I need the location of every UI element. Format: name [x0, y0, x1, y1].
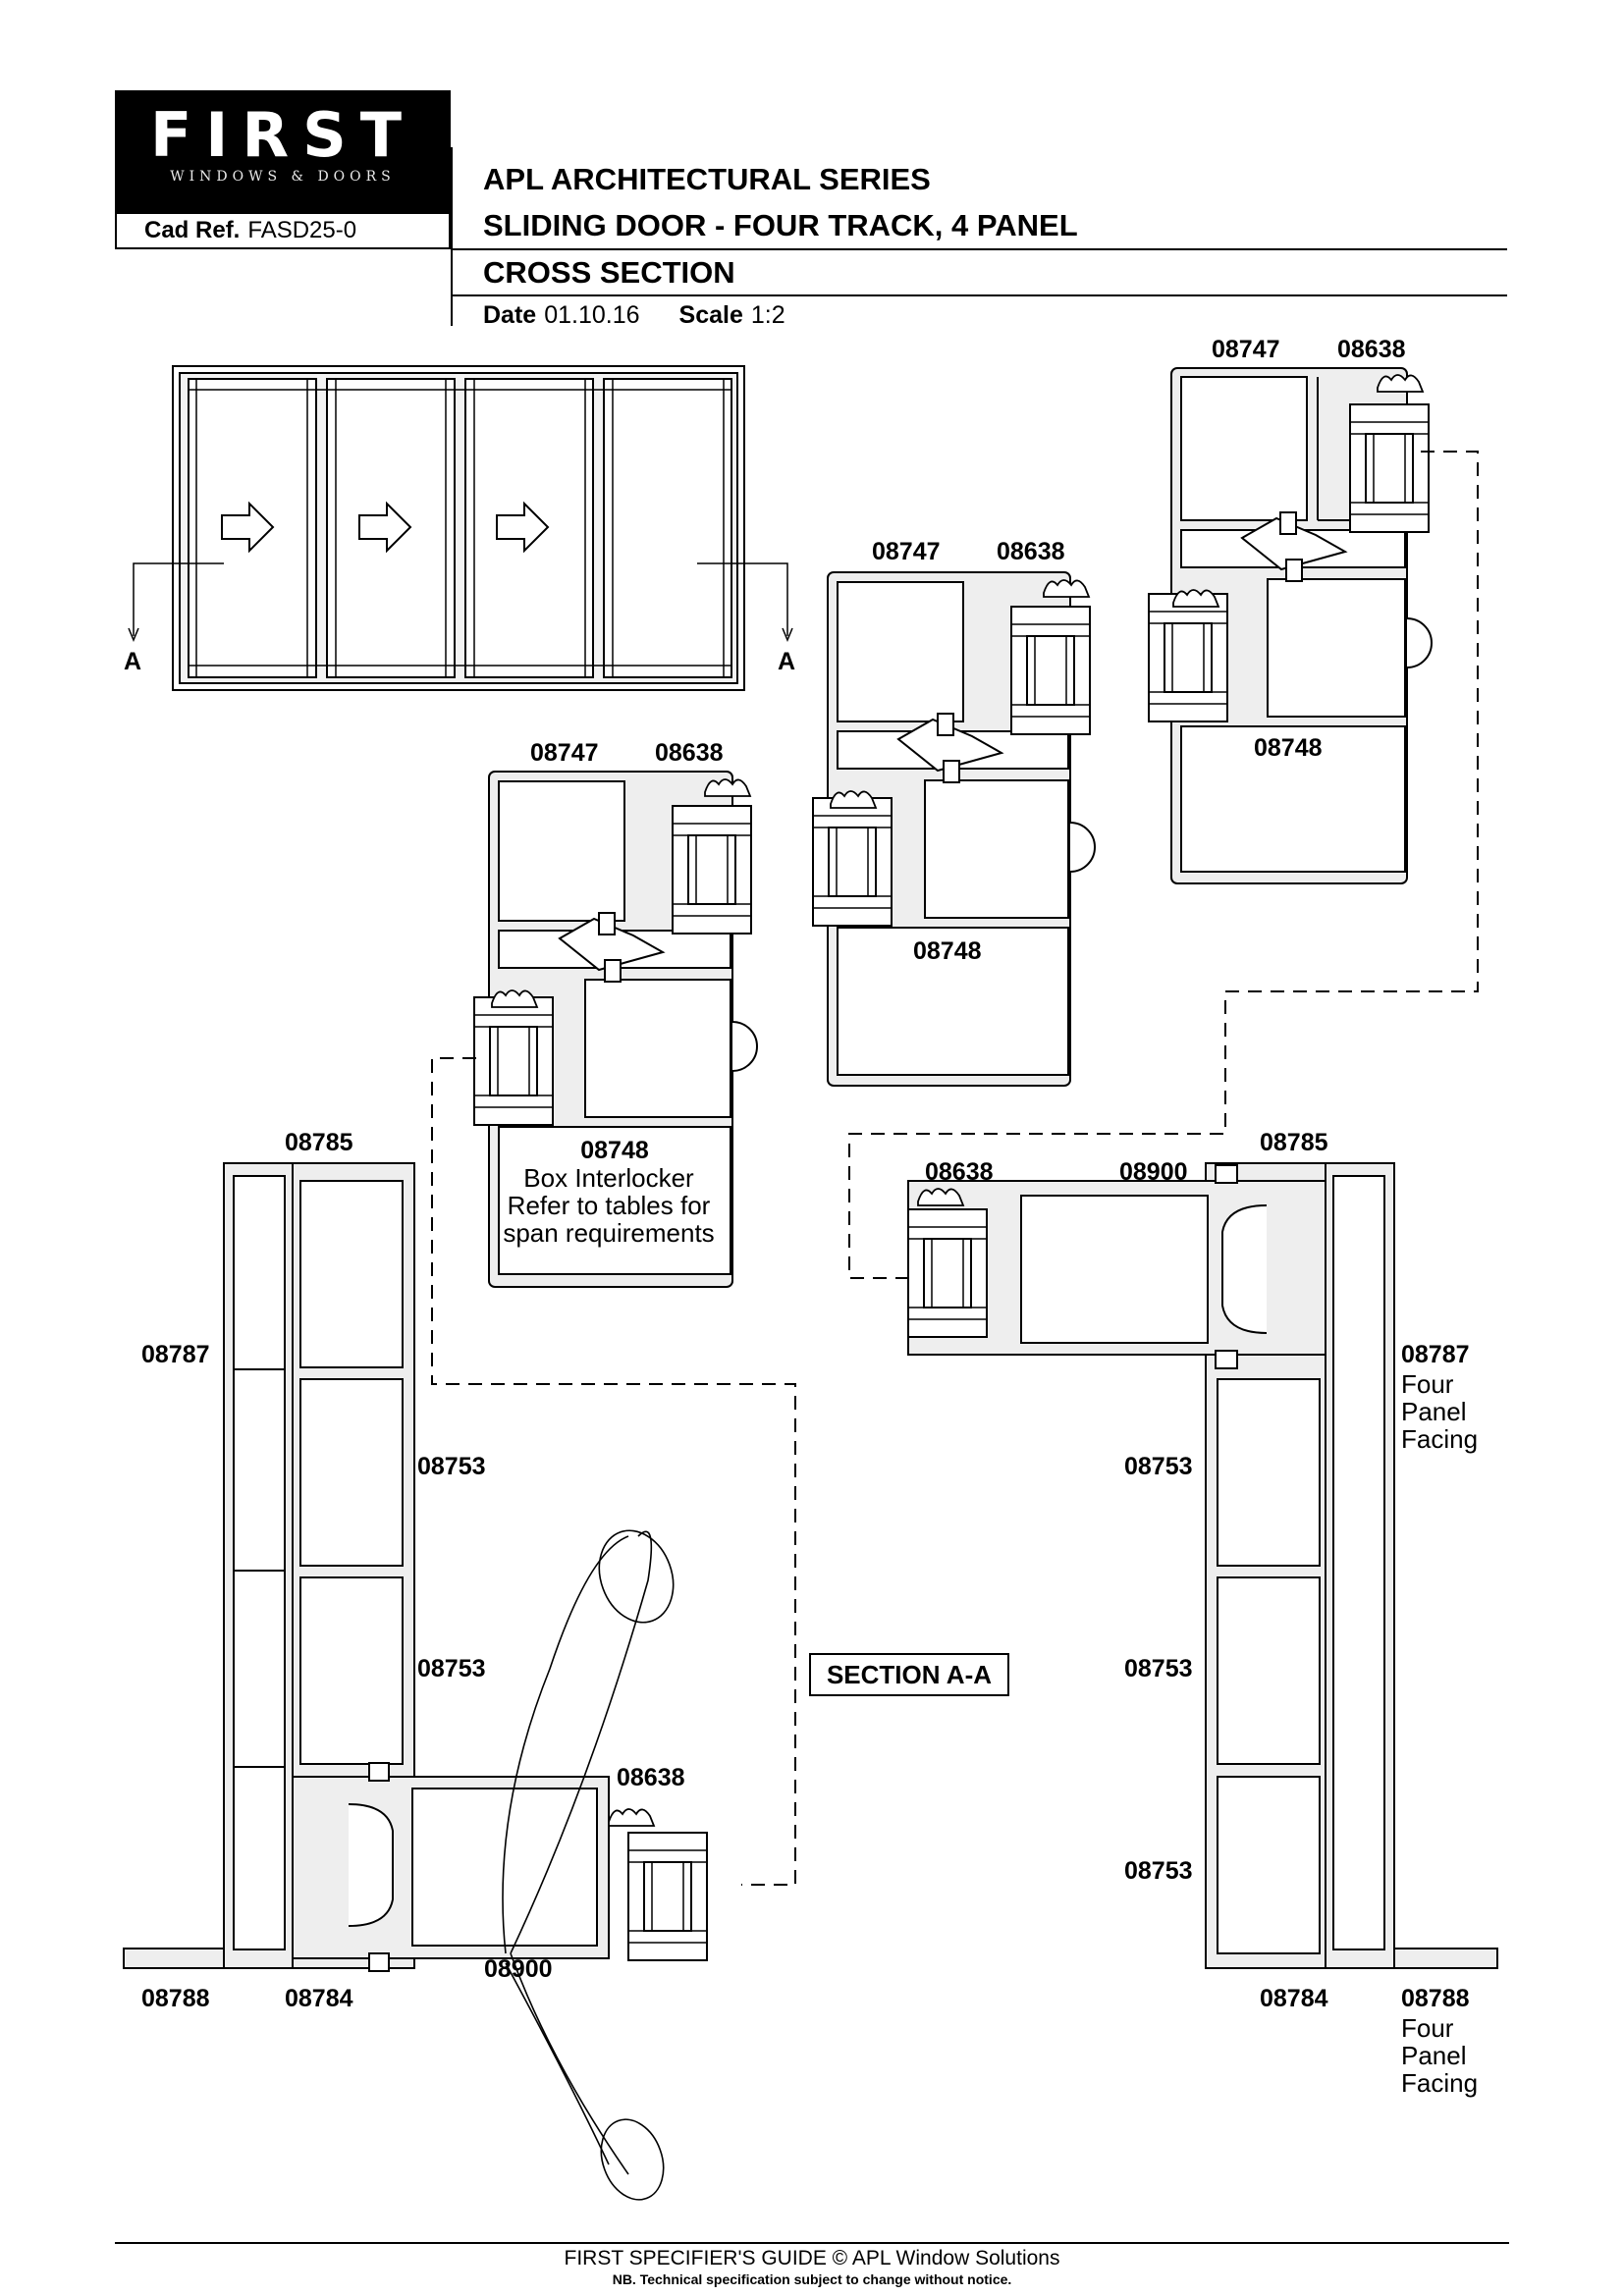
cad-reference: Cad Ref.FASD25-0	[115, 212, 451, 249]
date-value: 01.10.16	[544, 301, 640, 329]
box-interlocker-note: Box Interlocker Refer to tables for span…	[491, 1164, 727, 1247]
section-leaders	[431, 451, 1479, 1886]
right-jamb-section	[907, 1162, 1498, 1969]
part-08900: 08900	[1119, 1158, 1188, 1186]
logo-wordmark: FIRST	[149, 99, 416, 171]
part-08787: 08787	[1401, 1341, 1470, 1368]
part-08785: 08785	[1260, 1129, 1328, 1156]
panel-section-lower	[473, 771, 758, 1288]
series-title: APL ARCHITECTURAL SERIES	[483, 162, 931, 196]
part-08638: 08638	[997, 538, 1065, 565]
part-08753: 08753	[417, 1453, 486, 1480]
part-08753: 08753	[1124, 1857, 1193, 1885]
part-08784: 08784	[285, 1985, 353, 2012]
panel-section-top	[1148, 367, 1433, 884]
part-08753: 08753	[1124, 1655, 1193, 1682]
section-marker-right: A	[778, 648, 796, 675]
note-line: Four	[1401, 2013, 1454, 2043]
part-08748: 08748	[580, 1137, 649, 1164]
part-08748: 08748	[913, 937, 982, 965]
part-08638: 08638	[1337, 336, 1406, 363]
scale-label: Scale	[678, 301, 743, 329]
four-panel-facing-note: Four Panel Facing	[1401, 2014, 1478, 2097]
note-line: span requirements	[503, 1218, 715, 1248]
section-marker-left: A	[124, 648, 142, 675]
logo-tagline: WINDOWS & DOORS	[170, 169, 396, 185]
part-08638: 08638	[925, 1158, 994, 1186]
cad-ref-value: FASD25-0	[247, 217, 357, 243]
footer-credit: FIRST SPECIFIER'S GUIDE © APL Window Sol…	[564, 2247, 1060, 2269]
part-08787: 08787	[141, 1341, 210, 1368]
part-08748: 08748	[1254, 734, 1323, 762]
note-line: Facing	[1401, 1424, 1479, 1454]
panel-section-middle	[812, 571, 1096, 1087]
part-08788: 08788	[1401, 1985, 1470, 2012]
note-line: Refer to tables for	[507, 1191, 711, 1220]
part-08747: 08747	[872, 538, 941, 565]
title-rule-1	[451, 248, 1507, 250]
note-line: Facing	[1401, 2068, 1479, 2098]
company-logo: FIRST WINDOWS & DOORS	[115, 90, 451, 212]
left-jamb-section	[123, 1162, 708, 1972]
part-08753: 08753	[417, 1655, 486, 1682]
part-08784: 08784	[1260, 1985, 1328, 2012]
note-line: Panel	[1401, 1397, 1467, 1426]
product-title: SLIDING DOOR - FOUR TRACK, 4 PANEL	[483, 208, 1078, 242]
section-aa-label: SECTION A-A	[809, 1653, 1009, 1696]
part-08747: 08747	[1212, 336, 1280, 363]
date-label: Date	[483, 301, 537, 329]
footer-rule	[115, 2242, 1509, 2244]
part-08638: 08638	[617, 1764, 685, 1791]
title-block-divider	[451, 147, 453, 326]
part-08788: 08788	[141, 1985, 210, 2012]
footer-disclaimer: NB. Technical specification subject to c…	[612, 2271, 1012, 2287]
view-title: CROSS SECTION	[483, 255, 735, 290]
part-08900: 08900	[484, 1955, 553, 1983]
scale-value: 1:2	[750, 301, 785, 329]
part-08785: 08785	[285, 1129, 353, 1156]
note-line: Panel	[1401, 2041, 1467, 2070]
part-08747: 08747	[530, 739, 599, 767]
four-panel-facing-note: Four Panel Facing	[1401, 1370, 1478, 1453]
panel-swing-path	[502, 1529, 675, 2201]
note-line: Four	[1401, 1369, 1454, 1399]
title-rule-2	[451, 294, 1507, 296]
door-elevation	[128, 365, 793, 691]
part-08638: 08638	[655, 739, 724, 767]
note-line: Box Interlocker	[523, 1163, 694, 1193]
part-08753: 08753	[1124, 1453, 1193, 1480]
cad-ref-label: Cad Ref.	[144, 217, 241, 243]
